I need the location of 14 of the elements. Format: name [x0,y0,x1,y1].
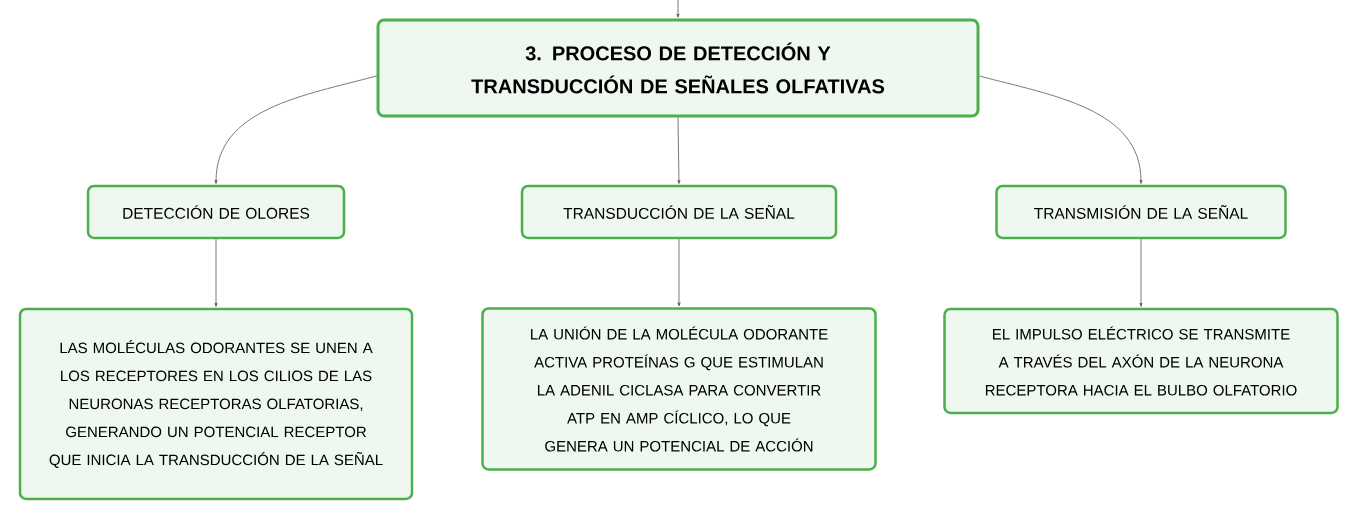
arrow [214,238,218,307]
arrow [676,0,680,18]
arrow [214,75,377,184]
arrow [677,117,681,184]
description-box: LA UNIÓN DE LA MOLÉCULA ODORANTE ACTIVA PROTEÍNAS G QUE ESTIMULAN LA ADENIL CICLASA PARA CONVERTIR ATP EN AMP CÍCLICO, LO QUE GENERA UN POTENCIAL DE ACCIÓN [481,307,877,471]
subtopic-box: DETECCIÓN DE OLORES [86,184,346,240]
description-box: LAS MOLÉCULAS ODORANTES SE UNEN A LOS RECEPTORES EN LOS CILIOS DE LAS NEURONAS RECEPTORAS OLFATORIAS, GENERANDO UN POTENCIAL RECEPTOR QUE INICIA LA TRANSDUCCIÓN DE LA SEÑAL [18,307,414,501]
arrow [677,238,681,307]
arrow [979,75,1143,184]
subtopic-box: TRANSDUCCIÓN DE LA SEÑAL [520,184,838,240]
subtopic-box: TRANSMISIÓN DE LA SEÑAL [995,184,1287,240]
description-box: EL IMPULSO ELÉCTRICO SE TRANSMITE A TRAVÉS DEL AXÓN DE LA NEURONA RECEPTORA HACIA EL BULBO OLFATORIO [943,307,1339,415]
topic-box: 3. PROCESO DE DETECCIÓN Y TRANSDUCCIÓN DE SEÑALES OLFATIVAS [376,18,980,118]
arrow [1139,238,1143,307]
